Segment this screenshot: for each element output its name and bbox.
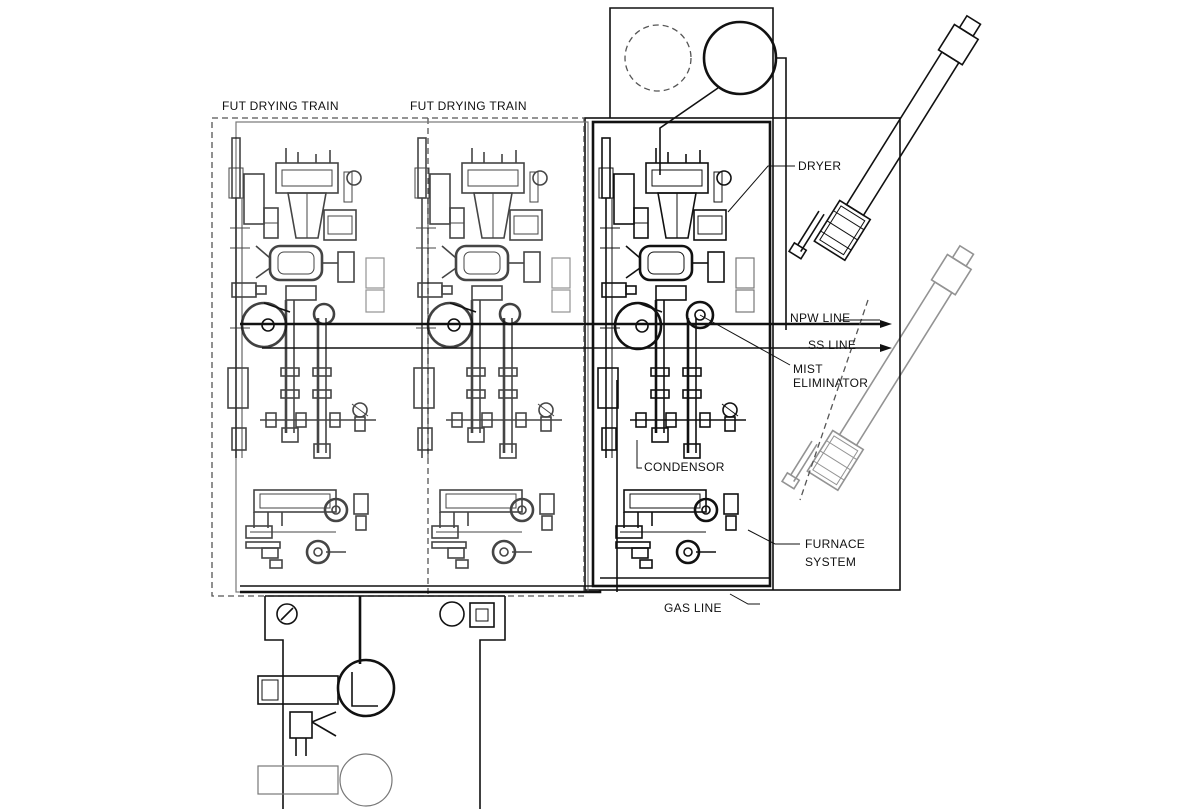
gauge-icon [276, 603, 298, 625]
label-furnace: FURNACE [805, 537, 865, 551]
generator-circle [336, 658, 396, 718]
active-drying-train [596, 136, 756, 570]
label-mist: MIST [793, 362, 823, 376]
hydrogen-cylinder-1 [788, 1, 990, 280]
lower-enclosure [264, 596, 284, 809]
label-gas-line: GAS LINE [664, 601, 722, 615]
dryer-room [591, 120, 772, 588]
wheel-row [240, 300, 715, 351]
pump-valve [289, 711, 313, 739]
label-fut-drying-train-1: FUT DRYING TRAIN [222, 99, 339, 113]
label-eliminator: ELIMINATOR [793, 376, 868, 390]
label-ss-line: SS LINE [808, 338, 856, 352]
label-npw-line: NPW LINE [790, 311, 850, 325]
label-system: SYSTEM [805, 555, 856, 569]
tank-ghost [624, 24, 692, 92]
main-room [584, 117, 901, 591]
label-fut-drying-train-2: FUT DRYING TRAIN [410, 99, 527, 113]
tank-active [702, 20, 778, 96]
fut-drying-train-2 [412, 136, 572, 570]
top-enclosure [609, 7, 774, 118]
label-dryer: DRYER [798, 159, 841, 173]
label-condensor: CONDENSOR [644, 460, 725, 474]
generator-unit [257, 675, 339, 705]
fut-drying-train-1 [226, 136, 386, 570]
